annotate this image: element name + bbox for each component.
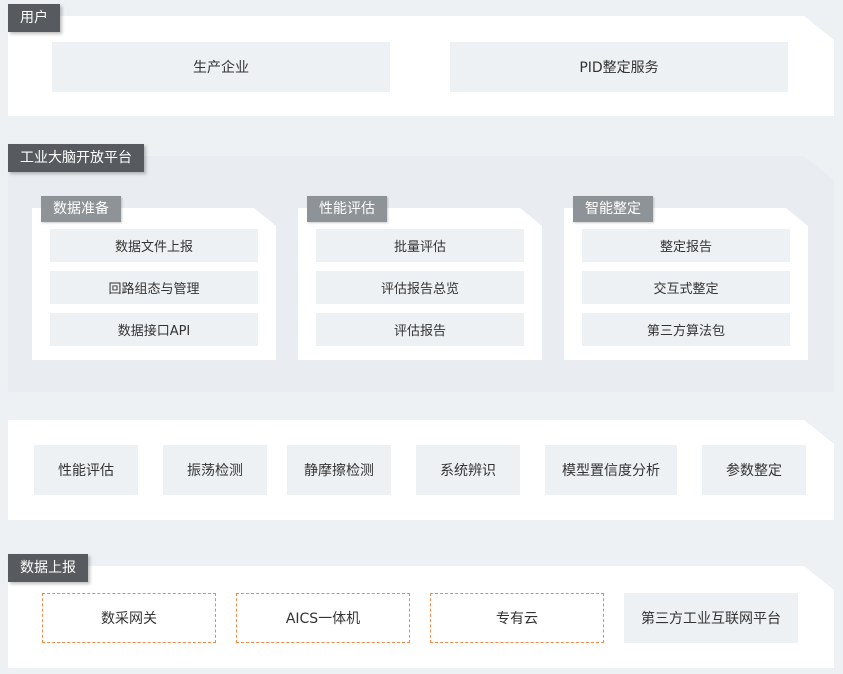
data-item-gateway: 数采网关 (42, 593, 216, 643)
card-smart-tune: 整定报告 交互式整定 第三方算法包 (564, 208, 808, 360)
algo-item-param-tuning: 参数整定 (702, 445, 806, 495)
card-smart-tune-item-3: 第三方算法包 (582, 313, 790, 346)
algo-item-stiction: 静摩擦检测 (287, 445, 391, 495)
data-item-third-party-platform: 第三方工业互联网平台 (624, 593, 798, 643)
card-smart-tune-tag: 智能整定 (573, 196, 653, 222)
user-item-pid-service: PID整定服务 (450, 42, 788, 92)
data-section-tag: 数据上报 (8, 554, 88, 582)
card-data-prep-item-2: 回路组态与管理 (50, 271, 258, 304)
user-section-tag: 用户 (8, 4, 60, 32)
data-item-aics: AICS一体机 (236, 593, 410, 643)
card-perf-eval-item-3: 评估报告 (316, 313, 524, 346)
card-data-prep-tag: 数据准备 (41, 196, 121, 222)
data-section: 数采网关 AICS一体机 专有云 第三方工业互联网平台 (8, 566, 834, 668)
algo-item-oscillation: 振荡检测 (163, 445, 267, 495)
card-data-prep-item-3: 数据接口API (50, 313, 258, 346)
card-perf-eval-item-2: 评估报告总览 (316, 271, 524, 304)
algorithm-section: 性能评估 振荡检测 静摩擦检测 系统辨识 模型置信度分析 参数整定 (8, 420, 834, 520)
algo-item-model-confidence: 模型置信度分析 (545, 445, 677, 495)
card-data-prep-item-1: 数据文件上报 (50, 229, 258, 262)
card-smart-tune-item-2: 交互式整定 (582, 271, 790, 304)
card-perf-eval-tag: 性能评估 (307, 196, 387, 222)
user-item-enterprise: 生产企业 (52, 42, 390, 92)
card-smart-tune-item-1: 整定报告 (582, 229, 790, 262)
card-perf-eval-item-1: 批量评估 (316, 229, 524, 262)
user-section: 生产企业 PID整定服务 (8, 16, 834, 116)
card-perf-eval: 批量评估 评估报告总览 评估报告 (298, 208, 542, 360)
data-item-private-cloud: 专有云 (430, 593, 604, 643)
platform-section-tag: 工业大脑开放平台 (8, 144, 144, 172)
algo-item-perf-eval: 性能评估 (34, 445, 138, 495)
algo-item-sysid: 系统辨识 (416, 445, 520, 495)
card-data-prep: 数据文件上报 回路组态与管理 数据接口API (32, 208, 276, 360)
